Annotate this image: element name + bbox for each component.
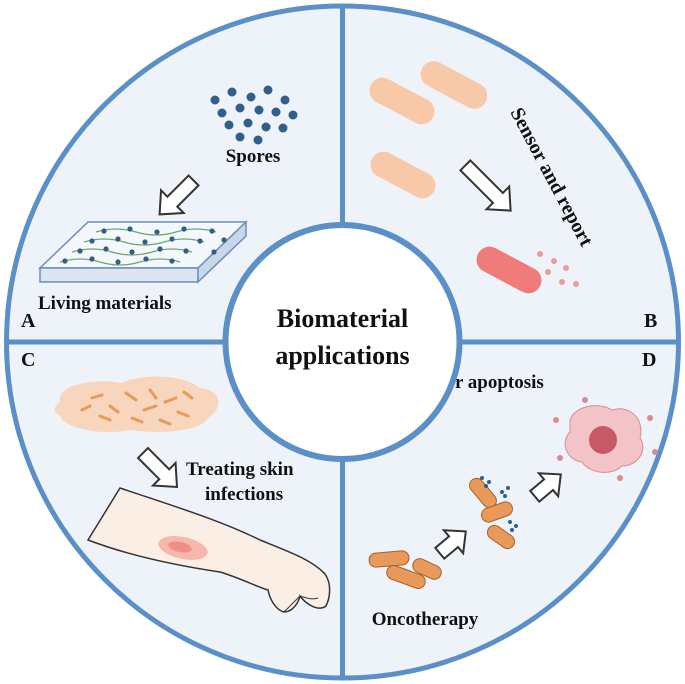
living-materials-label: Living materials xyxy=(38,293,172,314)
quadrant-a: Spores Living materials xyxy=(21,85,298,332)
release-particles xyxy=(480,476,518,532)
arm-illustration xyxy=(86,487,331,613)
arrow-down-right-icon xyxy=(459,159,512,212)
arrow-down-right-icon-c xyxy=(136,446,179,489)
bacteria-patch xyxy=(54,376,219,433)
spores-label: Spores xyxy=(226,146,281,167)
quadrant-b-letter: B xyxy=(644,310,657,332)
signal-dots xyxy=(537,251,579,287)
quadrant-a-letter: A xyxy=(21,310,36,332)
arrow-down-left-icon xyxy=(158,174,200,216)
bacterium-red xyxy=(476,246,542,294)
spores-cluster xyxy=(210,85,298,145)
center-hub: Biomaterial applications xyxy=(222,222,463,462)
bacteria-orange-group xyxy=(368,550,442,589)
quadrant-c: C Treating skin infections xyxy=(21,349,331,613)
living-material-slab xyxy=(38,220,248,284)
center-title-line2: applications xyxy=(275,341,409,370)
quadrant-d-letter: D xyxy=(642,349,656,371)
center-title-line1: Biomaterial xyxy=(277,304,408,333)
skin-infection-label-line2: infections xyxy=(205,484,283,505)
quadrant-c-letter: C xyxy=(21,349,35,371)
tumor-cell xyxy=(553,397,658,481)
arrow-up-right-icon xyxy=(528,472,562,504)
bacteria-light-group xyxy=(369,61,488,199)
oncotherapy-label: Oncotherapy xyxy=(372,609,479,630)
skin-infection-label-line1: Treating skin xyxy=(186,459,294,480)
quadrant-d: D Tumor apoptosis xyxy=(368,349,658,630)
bacteria-release xyxy=(469,477,516,550)
arrow-up-right-icon-small xyxy=(433,529,467,561)
